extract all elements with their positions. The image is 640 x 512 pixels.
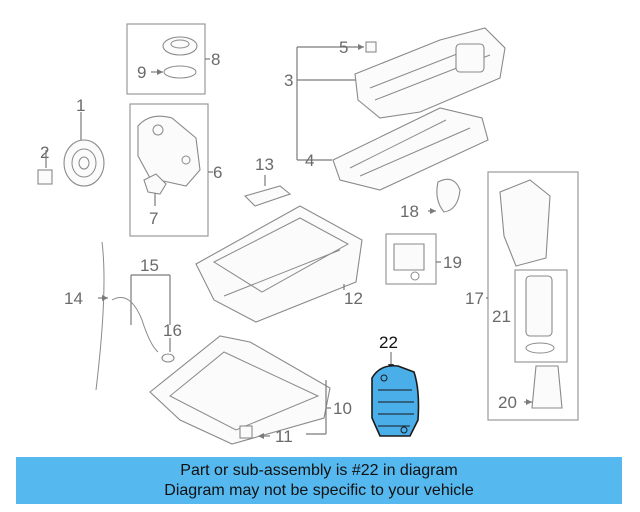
oil-line-seal [436, 178, 461, 213]
valve-cover-bolt [365, 41, 377, 53]
callout-14: 14 [64, 289, 83, 308]
crank-pulley [63, 139, 105, 187]
banner-disclaimer-line: Diagram may not be specific to your vehi… [164, 482, 474, 499]
leader-3-4 [296, 46, 357, 161]
dipstick-tube [111, 297, 159, 353]
filter-frame [487, 171, 579, 421]
cap-frame [126, 23, 206, 95]
callout-labels: 1 2 3 4 5 6 7 8 9 10 11 12 13 14 15 16 1… [40, 38, 517, 446]
filter-housing-group [486, 171, 579, 421]
lower-oil-pan [149, 335, 331, 445]
filter-element-frame [514, 269, 568, 363]
callout-9: 9 [137, 63, 146, 82]
cover-frame [129, 103, 209, 237]
oil-filter-housing [499, 179, 551, 267]
oil-filler-cap [162, 36, 198, 56]
callout-11: 11 [275, 427, 293, 446]
oil-cooler[interactable] [371, 364, 420, 437]
drain-plug [239, 425, 253, 439]
lower-oil-pan-group [149, 335, 331, 445]
callout-16: 16 [163, 321, 182, 340]
leader-15 [130, 274, 171, 325]
pulley-bolt [37, 169, 53, 185]
callout-19: 19 [443, 253, 462, 272]
breather [455, 43, 485, 73]
callout-17: 17 [465, 289, 484, 308]
callout-5: 5 [339, 38, 348, 57]
callout-3: 3 [284, 71, 293, 90]
callout-22: 22 [379, 333, 398, 352]
callout-13: 13 [255, 155, 274, 174]
callout-2: 2 [40, 143, 49, 162]
dipstick-group [95, 241, 175, 391]
timing-cover-group [129, 103, 213, 237]
pulley-group [37, 112, 105, 187]
info-banner: Part or sub-assembly is #22 in diagram D… [16, 457, 622, 504]
upper-oil-pan [195, 205, 363, 323]
callout-21: 21 [492, 307, 511, 326]
callout-6: 6 [213, 163, 222, 182]
timing-cover [137, 115, 201, 187]
valve-cover-gasket [332, 107, 489, 191]
callout-15: 15 [140, 256, 159, 275]
valve-cover [354, 27, 506, 119]
cover-seal [143, 173, 167, 195]
leader-10 [306, 380, 331, 435]
callout-7: 7 [149, 209, 158, 228]
callout-18: 18 [400, 202, 419, 221]
callout-8: 8 [211, 50, 220, 69]
callout-10: 10 [333, 399, 352, 418]
oil-filler-cap-group [126, 23, 210, 95]
tube-seal [161, 353, 175, 363]
callout-12: 12 [344, 289, 363, 308]
gasket-group [385, 178, 461, 285]
callout-20: 20 [498, 393, 517, 412]
cap-seal-ring [163, 65, 197, 79]
filter-cap [531, 365, 563, 409]
oil-cooler-highlight[interactable] [371, 352, 420, 437]
filter-housing-gasket [393, 243, 425, 271]
gasket-frame [385, 233, 437, 285]
callout-1: 1 [76, 96, 85, 115]
filter-o-ring [525, 342, 555, 354]
oil-filter-element [525, 275, 553, 337]
valve-cover-group [296, 27, 506, 191]
banner-part-line: Part or sub-assembly is #22 in diagram [180, 462, 458, 479]
callout-4: 4 [305, 151, 314, 170]
oil-baffle [243, 185, 292, 207]
upper-oil-pan-group [195, 175, 363, 323]
dipstick [95, 241, 105, 391]
